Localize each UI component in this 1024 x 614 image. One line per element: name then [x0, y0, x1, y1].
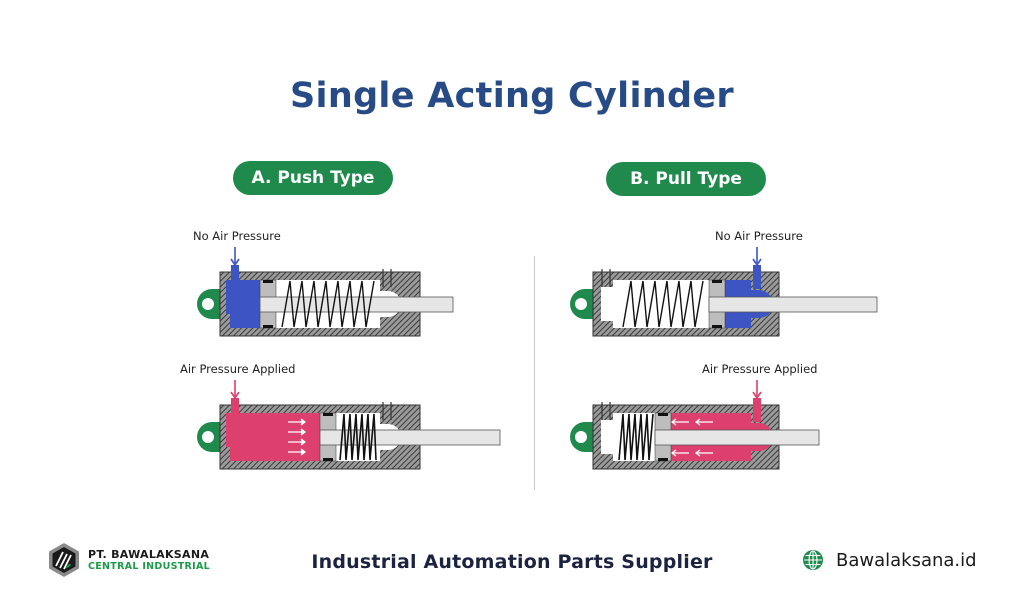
company-logo: PT. BAWALAKSANA CENTRAL INDUSTRIAL [46, 542, 210, 578]
fluid-chamber [226, 413, 320, 461]
website-link[interactable]: Bawalaksana.id [802, 549, 977, 571]
push-type-badge: A. Push Type [233, 161, 393, 195]
input-arrow-icon [230, 380, 240, 400]
input-arrow-icon [230, 247, 240, 267]
spring [622, 280, 704, 328]
company-name: PT. BAWALAKSANA [88, 547, 210, 561]
pull-cylinder-retracted [570, 380, 820, 470]
input-arrow-icon [752, 380, 762, 400]
spring [618, 413, 654, 461]
pull-type-badge: B. Pull Type [606, 162, 766, 196]
pull-cylinder-extended [570, 247, 878, 337]
section-divider [534, 256, 535, 490]
website-text[interactable]: Bawalaksana.id [836, 549, 977, 571]
push-no-pressure-label: No Air Pressure [193, 229, 281, 243]
pressure-arrows [288, 418, 307, 456]
push-pressure-label: Air Pressure Applied [180, 362, 296, 376]
company-subtitle: CENTRAL INDUSTRIAL [88, 560, 210, 572]
input-arrow-icon [752, 247, 762, 267]
company-logo-icon [49, 543, 79, 577]
pull-pressure-label: Air Pressure Applied [702, 362, 818, 376]
pressure-arrows [670, 418, 713, 457]
fluid-chamber [226, 280, 260, 328]
tagline: Industrial Automation Parts Supplier [311, 551, 713, 573]
spring [339, 413, 377, 461]
piston-rod [654, 429, 820, 446]
piston-rod [708, 296, 878, 313]
push-cylinder-extended [197, 380, 501, 470]
globe-icon [803, 550, 823, 570]
push-cylinder-retracted [197, 247, 454, 337]
page-title: Single Acting Cylinder [290, 76, 734, 116]
pull-no-pressure-label: No Air Pressure [715, 229, 803, 243]
spring [281, 280, 375, 328]
